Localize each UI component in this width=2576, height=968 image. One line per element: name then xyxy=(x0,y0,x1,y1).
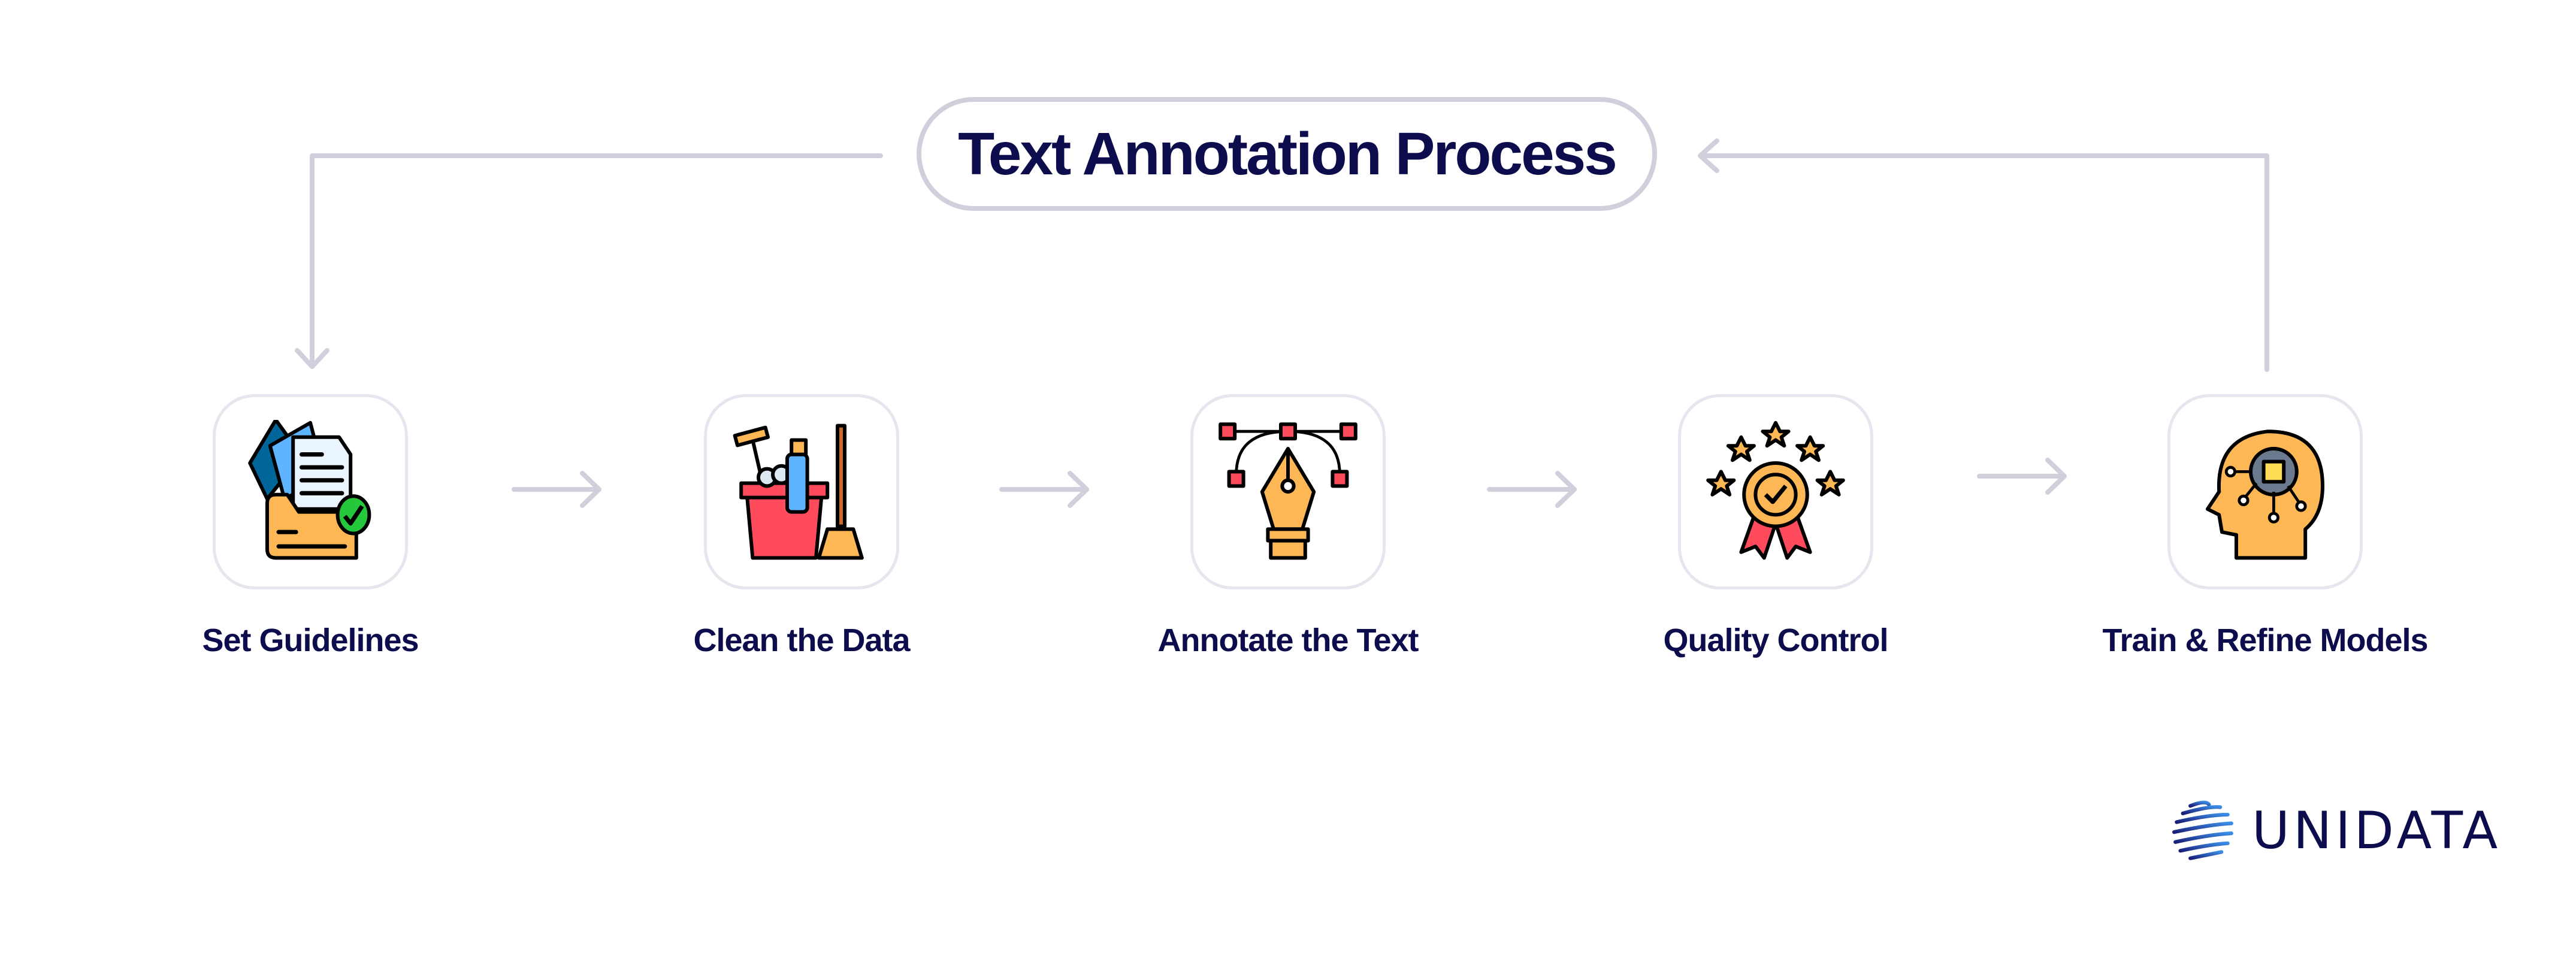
feedback-arrow-left xyxy=(295,153,883,369)
page-title: Text Annotation Process xyxy=(958,120,1617,187)
unidata-logo: UNIDATA xyxy=(2172,800,2501,862)
globe-logo-icon xyxy=(2172,800,2233,860)
quality-badge-icon xyxy=(1706,421,1845,560)
step-icon-box xyxy=(704,394,899,589)
flow-arrow-2 xyxy=(999,471,1089,508)
step-label: Clean the Data xyxy=(693,622,910,658)
step-icon-box xyxy=(1678,394,1873,589)
cleaning-bucket-icon xyxy=(733,424,864,560)
step-set-guidelines: Set Guidelines xyxy=(202,394,419,658)
flow-arrow-3 xyxy=(1487,471,1577,508)
step-label: Train & Refine Models xyxy=(2102,622,2428,658)
flow-arrow-4 xyxy=(1977,458,2067,495)
step-annotate-the-text: Annotate the Text xyxy=(1157,394,1419,658)
brand-name: UNIDATA xyxy=(2252,801,2502,861)
step-label: Quality Control xyxy=(1663,622,1889,658)
flow-arrow-1 xyxy=(512,471,601,508)
step-label: Annotate the Text xyxy=(1157,622,1419,658)
folder-guidelines-icon xyxy=(248,420,371,560)
step-train-refine-models: Train & Refine Models xyxy=(2102,394,2429,658)
ai-head-icon xyxy=(2206,429,2324,560)
title-pill: Text Annotation Process xyxy=(917,97,1657,211)
step-label: Set Guidelines xyxy=(202,622,419,658)
step-quality-control: Quality Control xyxy=(1664,394,1889,658)
step-icon-box xyxy=(2167,394,2363,589)
step-clean-the-data: Clean the Data xyxy=(693,394,911,658)
feedback-arrow-right xyxy=(1698,138,2269,372)
pen-tool-icon xyxy=(1219,422,1357,560)
step-icon-box xyxy=(213,394,408,589)
step-icon-box xyxy=(1190,394,1386,589)
